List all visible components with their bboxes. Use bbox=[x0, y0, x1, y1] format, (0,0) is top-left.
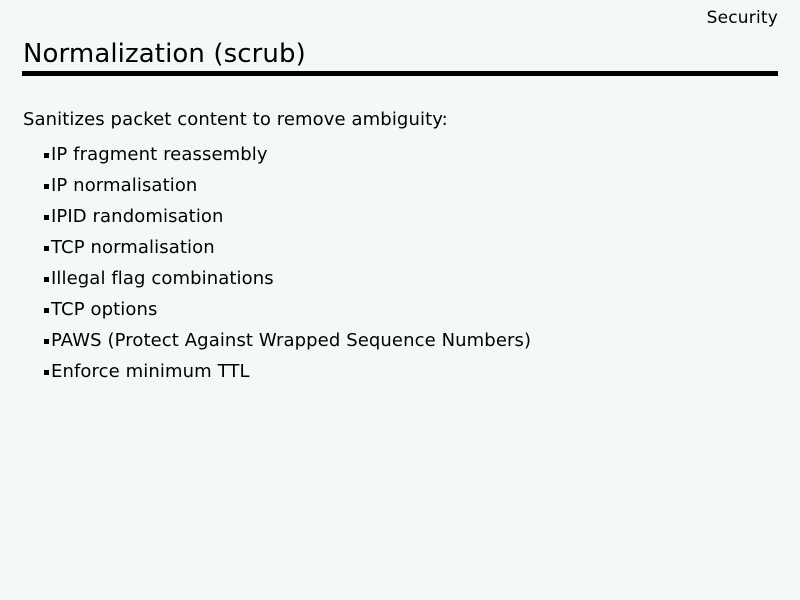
page-title: Normalization (scrub) bbox=[23, 39, 306, 69]
title-divider bbox=[22, 71, 778, 76]
list-item: Illegal flag combinations bbox=[23, 263, 783, 294]
square-bullet-icon bbox=[44, 184, 49, 189]
list-item: IPID randomisation bbox=[23, 201, 783, 232]
list-item-label: TCP options bbox=[51, 299, 158, 320]
list-item: TCP options bbox=[23, 294, 783, 325]
square-bullet-icon bbox=[44, 215, 49, 220]
list-item: IP normalisation bbox=[23, 170, 783, 201]
square-bullet-icon bbox=[44, 277, 49, 282]
list-item-label: IPID randomisation bbox=[51, 206, 224, 227]
list-item: Enforce minimum TTL bbox=[23, 356, 783, 387]
slide-header-label: Security bbox=[706, 8, 778, 28]
list-item: TCP normalisation bbox=[23, 232, 783, 263]
square-bullet-icon bbox=[44, 153, 49, 158]
square-bullet-icon bbox=[44, 246, 49, 251]
list-item-label: PAWS (Protect Against Wrapped Sequence N… bbox=[51, 330, 532, 351]
square-bullet-icon bbox=[44, 339, 49, 344]
bullet-list: IP fragment reassembly IP normalisation … bbox=[23, 139, 783, 387]
list-item: PAWS (Protect Against Wrapped Sequence N… bbox=[23, 325, 783, 356]
square-bullet-icon bbox=[44, 370, 49, 375]
square-bullet-icon bbox=[44, 308, 49, 313]
list-item-label: TCP normalisation bbox=[51, 237, 215, 258]
slide-body: Sanitizes packet content to remove ambig… bbox=[23, 108, 783, 387]
list-item-label: Illegal flag combinations bbox=[51, 268, 274, 289]
list-item-label: Enforce minimum TTL bbox=[51, 361, 250, 382]
list-item: IP fragment reassembly bbox=[23, 139, 783, 170]
lead-paragraph: Sanitizes packet content to remove ambig… bbox=[23, 109, 448, 130]
list-item-label: IP normalisation bbox=[51, 175, 198, 196]
list-item-label: IP fragment reassembly bbox=[51, 144, 268, 165]
